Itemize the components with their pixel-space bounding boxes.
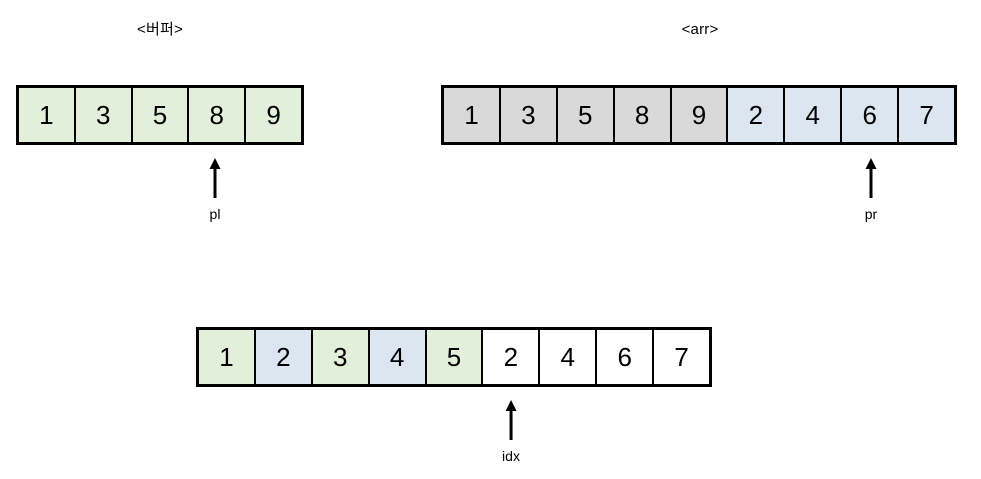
array-cell: 3 — [500, 88, 558, 142]
array-cell: 5 — [426, 330, 484, 384]
array-cell: 1 — [19, 88, 76, 142]
arr-array-title: <arr> — [681, 21, 719, 38]
array-cell: 1 — [444, 88, 501, 142]
array-cell: 5 — [557, 88, 615, 142]
arrow-up-icon — [209, 158, 221, 198]
array-cell: 3 — [75, 88, 133, 142]
array-cell: 8 — [614, 88, 672, 142]
array-cell: 7 — [654, 330, 710, 384]
pointer-pr-label: pr — [864, 206, 878, 222]
array-cell: 1 — [199, 330, 256, 384]
array-cell: 3 — [312, 330, 370, 384]
array-cell: 4 — [369, 330, 427, 384]
pointer-pl: pl — [207, 158, 223, 221]
arrow-up-icon — [505, 400, 517, 440]
array-cell: 6 — [597, 330, 655, 384]
array-cell: 6 — [842, 88, 900, 142]
array-cell: 9 — [671, 88, 729, 142]
array-cell: 4 — [785, 88, 843, 142]
pointer-pl-label: pl — [209, 206, 221, 222]
array-cell: 2 — [483, 330, 541, 384]
array-cell: 5 — [132, 88, 190, 142]
array-cell: 7 — [899, 88, 955, 142]
pointer-idx-label: idx — [502, 448, 520, 464]
buffer-array-title: <버퍼> — [137, 21, 183, 38]
arrow-up-icon — [865, 158, 877, 198]
array-cell: 9 — [246, 88, 301, 142]
array-cell: 2 — [728, 88, 786, 142]
array-cell: 2 — [255, 330, 313, 384]
pointer-idx: idx — [502, 400, 520, 463]
array-cell: 4 — [540, 330, 598, 384]
pointer-pr: pr — [863, 158, 879, 221]
array-cell: 8 — [189, 88, 247, 142]
